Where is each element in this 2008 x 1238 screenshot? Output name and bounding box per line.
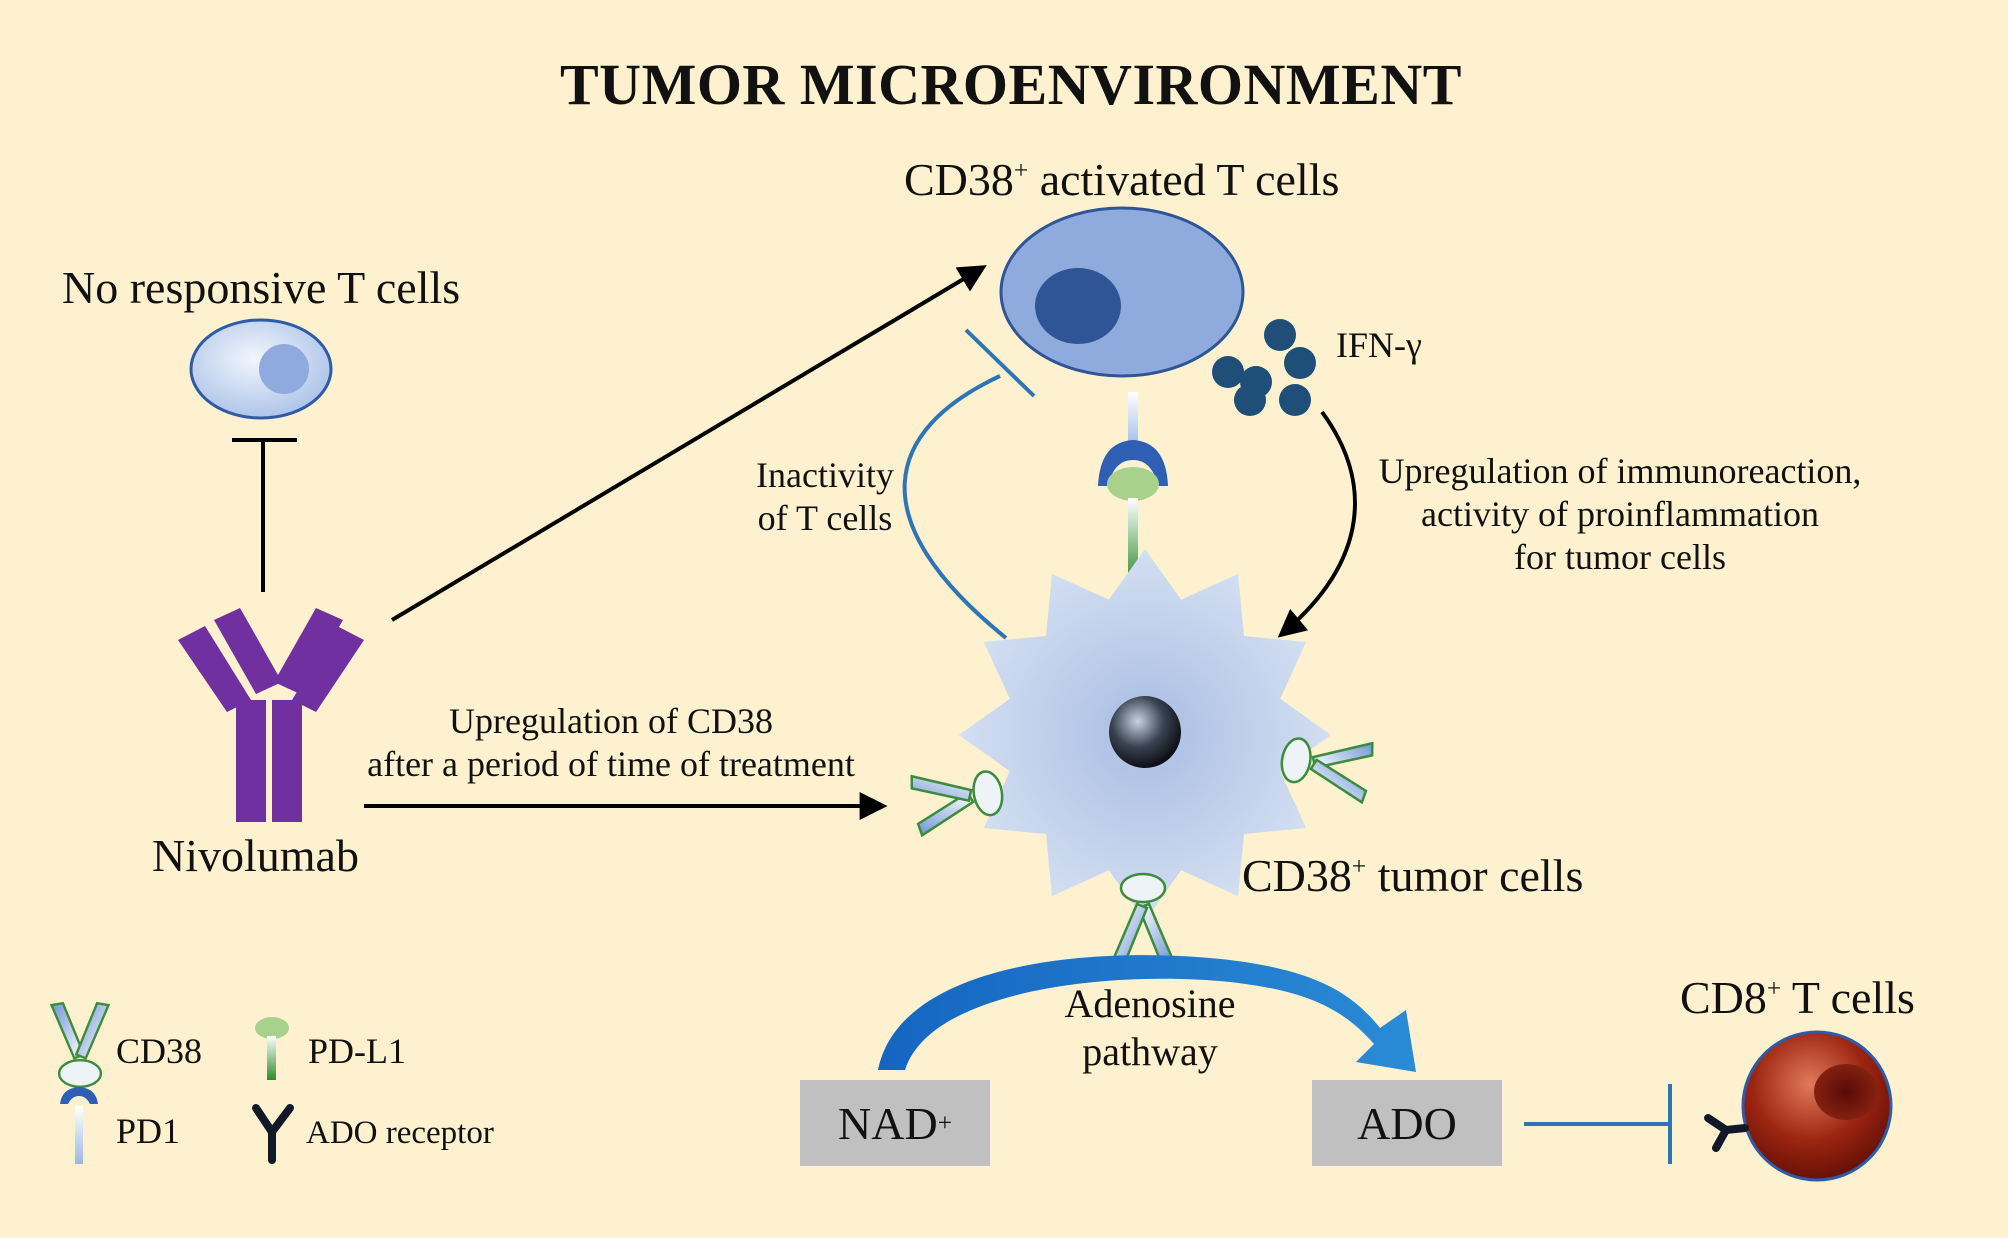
cd38-on-tumor-right (1275, 727, 1376, 804)
arrow-upregulation-immuno (1277, 410, 1357, 638)
legend-pd1-icon (60, 1087, 98, 1164)
label-adenosine-pathway: Adenosine pathway (1064, 981, 1236, 1074)
no-responsive-t-cell-nucleus (259, 344, 309, 394)
diagram-title: TUMOR MICROENVIRONMENT (560, 52, 1462, 117)
legend-label-cd38: CD38 (116, 1031, 203, 1071)
label-activated-t-cells: CD38+ activated T cells (904, 154, 1340, 205)
label-inactivity: Inactivity of T cells (756, 455, 894, 539)
ado-box: ADO (1312, 1080, 1502, 1166)
activated-t-cell-nucleus (1035, 268, 1121, 344)
ado-receptor-on-cd8 (1704, 1114, 1749, 1152)
cd38-on-tumor-bottom (1111, 872, 1175, 964)
legend-cd38-icon (50, 1002, 110, 1088)
tumor-cell-nucleus (1109, 696, 1181, 768)
activated-t-cell (999, 206, 1245, 378)
adenosine-pathway-arrow (878, 955, 1416, 1072)
label-upregulation-cd38: Upregulation of CD38 after a period of t… (367, 701, 855, 785)
nivolumab-antibody-icon (178, 608, 364, 822)
inhibit-bar-inactivity (964, 328, 1036, 398)
pd1-stem (1128, 392, 1138, 450)
legend-label-ado-receptor: ADO receptor (306, 1115, 494, 1151)
pd1-receptor (1098, 440, 1168, 486)
label-ifn-gamma: IFN-γ (1336, 325, 1422, 365)
label-tumor-cells: CD38+ tumor cells (1242, 850, 1584, 901)
label-nivolumab: Nivolumab (152, 830, 359, 881)
pdl1-head (1107, 467, 1159, 501)
inhibit-curve-inactivity (902, 374, 1008, 640)
legend-pdl1-icon (255, 1017, 289, 1080)
legend-label-pdl1: PD-L1 (308, 1031, 406, 1071)
cd8-t-cell-nucleus (1814, 1064, 1878, 1120)
nad-box: NAD+ (800, 1080, 990, 1166)
legend-label-pd1: PD1 (116, 1111, 181, 1151)
pdl1-stem (1128, 498, 1138, 584)
ifn-gamma-molecules (1212, 319, 1316, 416)
label-upregulation-immuno: Upregulation of immunoreaction, activity… (1378, 451, 1862, 578)
label-cd8-t-cells: CD8+ T cells (1680, 972, 1915, 1023)
arrow-to-activated (390, 265, 987, 622)
legend-ado-receptor-icon (252, 1104, 294, 1164)
label-no-responsive: No responsive T cells (62, 262, 461, 313)
